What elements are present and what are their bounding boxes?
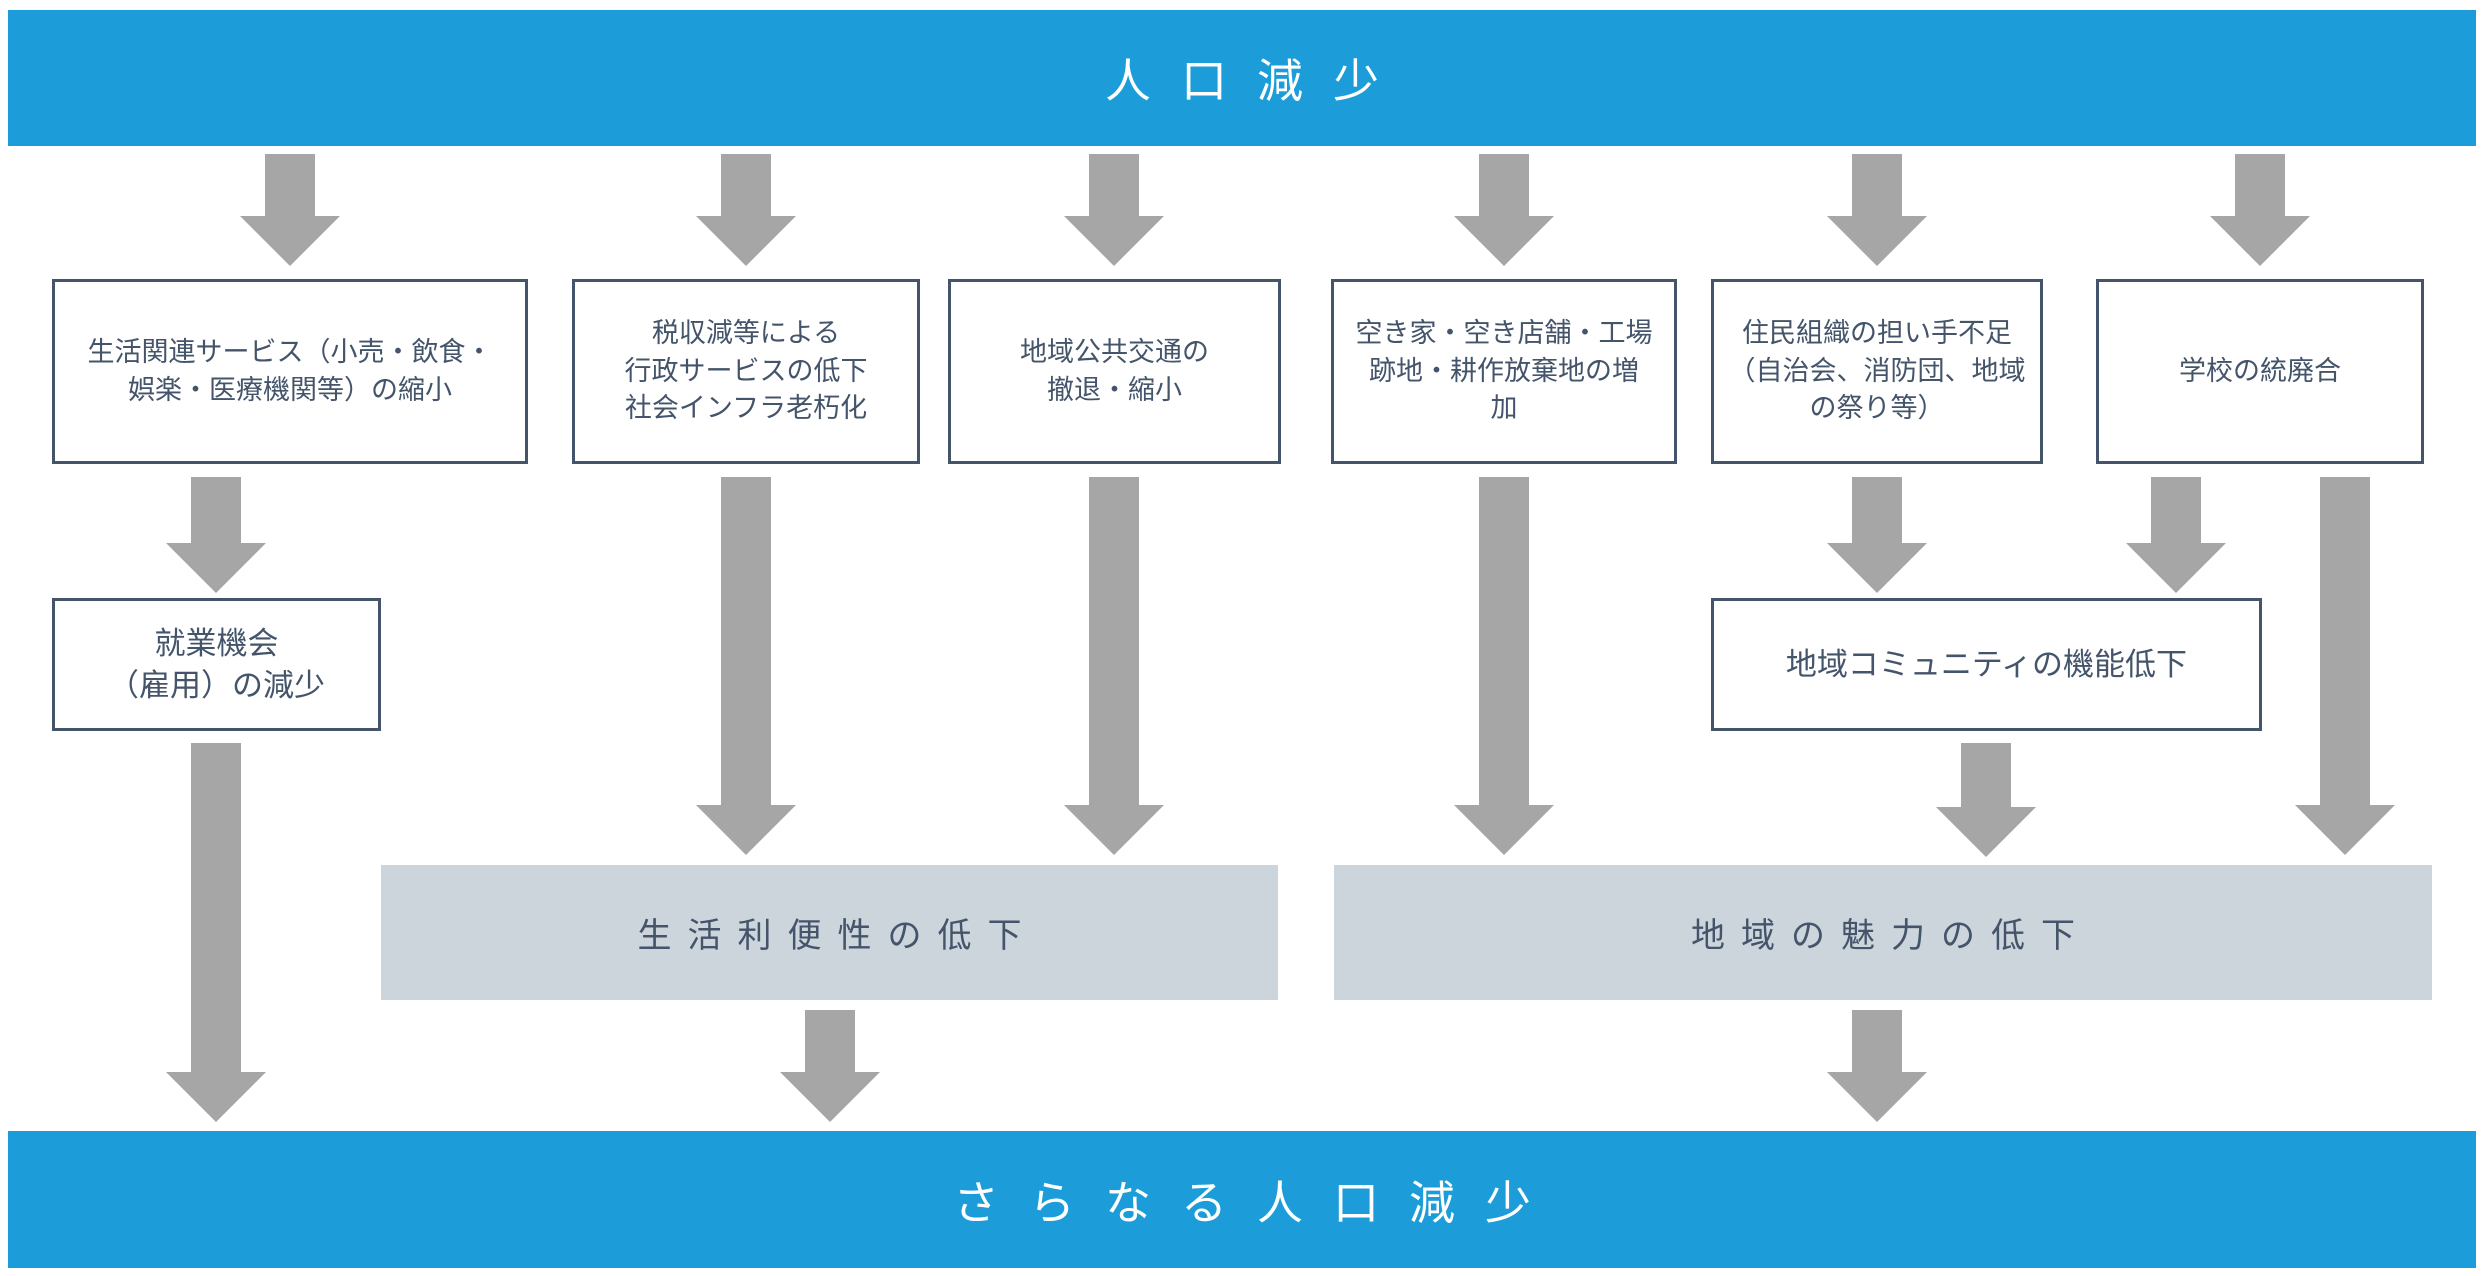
box-community-function: 地域コミュニティの機能低下 [1711,598,2262,731]
bar-regional-attractiveness: 地域の魅力の低下 [1334,865,2432,1000]
down-arrow [166,743,266,1122]
bar-regional-attractiveness-label: 地域の魅力の低下 [1691,917,2091,955]
arrow-head [1936,807,2036,857]
further-population-decline-banner: さらなる人口減少 [8,1131,2476,1268]
arrow-head [2210,216,2310,266]
down-arrow [696,154,796,266]
arrow-shaft [1479,477,1529,809]
box-tax-revenue: 税収減等による 行政サービスの低下 社会インフラ老朽化 [572,279,920,464]
arrow-shaft [1852,477,1902,547]
down-arrow [2210,154,2310,266]
arrow-head [166,543,266,593]
arrow-shaft [2151,477,2201,547]
down-arrow [1827,154,1927,266]
box-employment: 就業機会 （雇用）の減少 [52,598,381,731]
arrow-head [1827,543,1927,593]
further-population-decline-label: さらなる人口減少 [953,1176,1561,1229]
bar-living-convenience: 生活利便性の低下 [381,865,1278,1000]
arrow-head [696,805,796,855]
down-arrow [1827,477,1927,593]
arrow-head [240,216,340,266]
down-arrow [240,154,340,266]
bar-living-convenience-label: 生活利便性の低下 [637,917,1038,955]
arrow-head [780,1072,880,1122]
arrow-shaft [1479,154,1529,220]
down-arrow [1064,477,1164,855]
arrow-shaft [1852,154,1902,220]
box-school-consolidation: 学校の統廃合 [2096,279,2424,464]
arrow-shaft [2320,477,2370,809]
arrow-head [1827,1072,1927,1122]
arrow-shaft [721,477,771,809]
down-arrow [1936,743,2036,857]
arrow-shaft [805,1010,855,1076]
arrow-shaft [265,154,315,220]
arrow-shaft [1852,1010,1902,1076]
arrow-head [696,216,796,266]
arrow-head [1827,216,1927,266]
arrow-head [1454,805,1554,855]
arrow-shaft [191,743,241,1076]
down-arrow [1064,154,1164,266]
arrow-shaft [1089,154,1139,220]
down-arrow [780,1010,880,1122]
down-arrow [1827,1010,1927,1122]
down-arrow [1454,154,1554,266]
arrow-head [1454,216,1554,266]
arrow-head [2295,805,2395,855]
box-vacant-properties: 空き家・空き店舗・工場 跡地・耕作放棄地の増 加 [1331,279,1677,464]
arrow-head [1064,805,1164,855]
arrow-shaft [1089,477,1139,809]
arrow-shaft [721,154,771,220]
arrow-head [166,1072,266,1122]
box-resident-organizations: 住民組織の担い手不足 （自治会、消防団、地域 の祭り等） [1711,279,2043,464]
arrow-shaft [191,477,241,547]
box-public-transport: 地域公共交通の 撤退・縮小 [948,279,1281,464]
arrow-head [2126,543,2226,593]
down-arrow [166,477,266,593]
down-arrow [2126,477,2226,593]
population-decline-label: 人口減少 [1105,55,1409,107]
down-arrow [1454,477,1554,855]
arrow-head [1064,216,1164,266]
arrow-shaft [1961,743,2011,811]
arrow-shaft [2235,154,2285,220]
box-life-services: 生活関連サービス（小売・飲食・ 娯楽・医療機関等）の縮小 [52,279,528,464]
down-arrow [696,477,796,855]
down-arrow [2295,477,2395,855]
population-decline-banner: 人口減少 [8,10,2476,146]
